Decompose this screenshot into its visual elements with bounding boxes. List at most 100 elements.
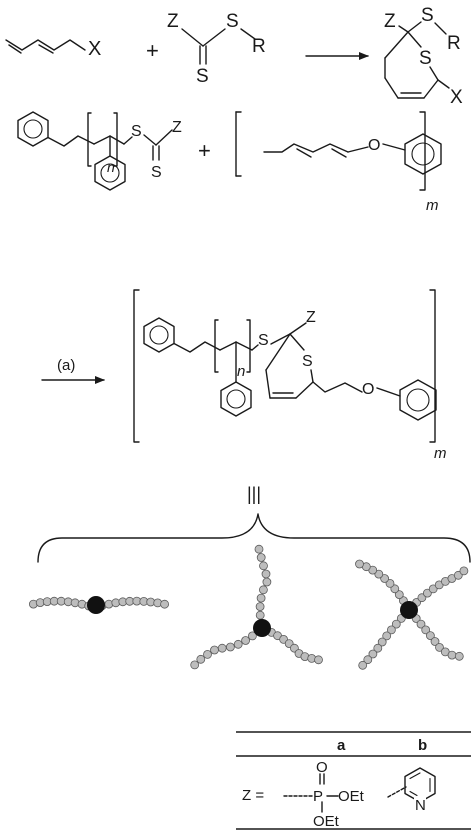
monomer-bead	[196, 654, 206, 664]
product3-m-label: m	[434, 445, 447, 462]
monomer-bead	[374, 569, 384, 579]
monomer-bead	[258, 585, 268, 595]
table-header-a: a	[337, 737, 346, 754]
raft-z-label: Z	[172, 119, 182, 136]
three-arm-star-arm-1	[254, 544, 272, 629]
condition-a-label: (a)	[57, 357, 75, 374]
monomer-bead	[385, 579, 395, 588]
monomer-bead	[428, 584, 438, 594]
product-n-label: n	[237, 363, 245, 380]
three-arm-star: 3-arm star	[190, 544, 323, 670]
thiopyran-product: Z S R S X	[384, 5, 463, 108]
monomer-bead	[430, 637, 440, 646]
monomer-bead	[160, 599, 170, 609]
monomer-bead	[203, 650, 212, 659]
monomer-bead	[390, 584, 400, 594]
phosphonate-o-label: O	[316, 759, 328, 776]
four-arm-star-arm-1	[355, 559, 412, 612]
monomer-bead	[435, 643, 444, 652]
product-z-label: Z	[384, 11, 396, 32]
curly-brace	[37, 513, 471, 563]
monomer-bead	[425, 631, 435, 640]
product-r-label: R	[447, 33, 461, 54]
plus-sign-1: +	[146, 38, 159, 63]
monomer-bead	[380, 574, 390, 583]
product3-s-exo-label: S	[258, 332, 269, 349]
phosphonate-oet-right-label: OEt	[338, 788, 365, 805]
monomer-bead	[416, 619, 426, 629]
polydiene-m-label: m	[426, 197, 439, 214]
z-group-table: a b Z = P O OEt OEt N	[236, 731, 471, 830]
phosphonate-group: P O OEt OEt	[283, 759, 365, 830]
polydiene-precursor: O m	[235, 111, 442, 214]
linear-polymer-chain	[29, 596, 170, 613]
dithioester-r-label: R	[252, 36, 266, 57]
monomer-bead	[459, 566, 469, 576]
phosphonate-p-label: P	[313, 788, 323, 805]
product-s-ring-label: S	[419, 48, 432, 69]
plus-sign-2: +	[198, 138, 211, 163]
monomer-bead	[247, 631, 257, 641]
monomer-bead	[255, 602, 265, 611]
dithioester-s-bridge-label: S	[226, 11, 239, 32]
raft-s-double-label: S	[151, 164, 162, 181]
monomer-bead	[454, 651, 464, 661]
monomer-bead	[259, 561, 268, 571]
polydiene-o-label: O	[368, 137, 380, 154]
monomer-bead	[256, 593, 266, 603]
monomer-bead	[217, 643, 227, 653]
monomer-bead	[261, 569, 271, 579]
monomer-bead	[255, 610, 265, 620]
table-row-label: Z =	[242, 787, 264, 804]
pyridyl-group: N	[387, 767, 436, 814]
pyridyl-n-label: N	[415, 797, 426, 814]
monomer-bead	[447, 650, 457, 660]
raft-n-label: n	[107, 159, 115, 175]
product3-s-ring-label: S	[302, 353, 313, 370]
linear-polymer-core	[87, 596, 105, 614]
four-arm-star-core	[400, 601, 418, 619]
monomer-bead	[382, 631, 392, 641]
raft-agent: n S Z S	[17, 111, 182, 191]
table-header-b: b	[418, 737, 427, 754]
monomer-bead	[421, 625, 431, 635]
four-arm-star-arm-4	[406, 608, 464, 661]
monomer-bead	[386, 625, 396, 635]
dithioester-s-double-label: S	[196, 66, 209, 87]
monomer-bead	[241, 636, 251, 645]
monomer-bead	[355, 559, 364, 569]
diene: X	[5, 38, 101, 60]
raft-s-bridge-label: S	[131, 123, 142, 140]
equivalence-symbol: |||	[247, 484, 261, 504]
monomer-bead	[314, 655, 323, 665]
product-s-exo-label: S	[421, 5, 434, 26]
cycloadduct-product: n S Z S O m	[133, 289, 447, 462]
dithioester: Z S R S	[167, 11, 266, 87]
dithioester-z-label: Z	[167, 11, 179, 32]
monomer-bead	[190, 660, 200, 670]
monomer-bead	[210, 645, 219, 655]
monomer-bead	[358, 660, 368, 670]
three-arm-star-arm-2	[190, 626, 264, 670]
four-arm-star-arm-3	[358, 608, 411, 670]
monomer-bead	[373, 643, 383, 653]
four-arm-star-arm-2	[407, 566, 469, 612]
product-x-label: X	[450, 87, 463, 108]
monomer-bead	[368, 649, 378, 659]
monomer-bead	[233, 639, 243, 649]
monomer-bead	[262, 577, 272, 587]
product3-z-label: Z	[306, 309, 316, 326]
monomer-bead	[225, 642, 235, 652]
product3-o-label: O	[362, 381, 374, 398]
four-arm-star: 4-arm star	[355, 559, 469, 670]
linear-polymer: linear	[29, 596, 170, 614]
monomer-bead	[254, 544, 264, 554]
diene-x-label: X	[88, 38, 101, 60]
monomer-bead	[377, 637, 387, 647]
monomer-bead	[391, 619, 401, 629]
phosphonate-oet-bottom-label: OEt	[313, 813, 340, 830]
monomer-bead	[363, 655, 373, 665]
monomer-bead	[256, 553, 266, 562]
three-arm-star-core	[253, 619, 271, 637]
